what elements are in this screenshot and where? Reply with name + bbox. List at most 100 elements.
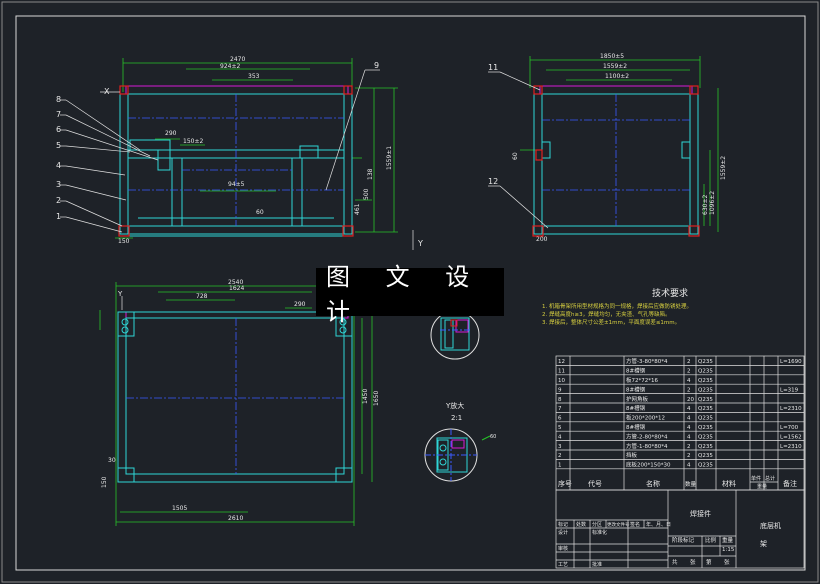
- bom-cell-name: 护网角板: [626, 395, 649, 403]
- sheet-no-unit: 张: [724, 558, 730, 566]
- bom-cell-qty: 4: [687, 434, 691, 440]
- bom-cell-no: 1: [558, 463, 562, 469]
- side-view: 1850±5 1559±2 1100±2 200 1559±2 1096±2 6…: [488, 53, 727, 243]
- balloon-3: 3: [56, 180, 61, 189]
- side-dim-1096: 1096±2: [709, 191, 716, 215]
- bom-cell-mat: Q235: [698, 378, 713, 384]
- tb-count: 处数: [576, 521, 586, 528]
- bom-cell-qty: 4: [687, 378, 691, 384]
- top-dim-290: 290: [294, 301, 306, 308]
- title-block-text: 焊接件 底层机 架 比例 重量 1:15 阶段标记 共 张 第 张 标记 处数 …: [558, 509, 781, 568]
- top-view: 2540 1624 728 290 1505 2610 30 1650 1450…: [99, 279, 380, 526]
- bom-cell-mat: Q235: [698, 406, 713, 412]
- dim-290: 290: [165, 130, 177, 137]
- dim-150: 150±2: [183, 138, 203, 145]
- bom-h-code: 代号: [588, 479, 602, 488]
- detail-y-circle: Y放大 2:1 60: [424, 401, 496, 482]
- tb-design: 设计: [558, 529, 568, 536]
- balloon-12: 12: [488, 177, 498, 186]
- side-dim-1559: 1559±2: [603, 63, 627, 70]
- scale-label: 比例: [705, 536, 717, 544]
- top-dim-1650: 1650: [373, 391, 380, 406]
- dim-2470: 2470: [230, 56, 245, 63]
- bom-cell-name: 方管-2-80*80*4: [626, 432, 668, 440]
- bom-cell-qty: 4: [687, 463, 691, 469]
- side-dim-1559-v: 1559±2: [720, 156, 727, 180]
- bom-cell-name: 方管-3-80*80*4: [626, 357, 668, 365]
- bom-cell-name: 板200*200*12: [626, 414, 665, 422]
- balloon-7: 7: [56, 110, 61, 119]
- bom-cell-name: 8#槽钢: [626, 404, 646, 412]
- top-dim-728: 728: [196, 293, 208, 300]
- side-dim-60: 60: [512, 152, 519, 160]
- bom-cell-mat: Q235: [698, 397, 713, 403]
- top-dim-1450: 1450: [362, 389, 369, 404]
- bom-cell-name: 底板200*150*30: [626, 461, 671, 469]
- bom-cell-qty: 4: [687, 425, 691, 431]
- bom-cell-name: 挡板: [626, 451, 638, 459]
- bom-cell-no: 10: [558, 378, 565, 384]
- dim-500: 500: [363, 188, 370, 200]
- tb-sign: 签名: [630, 521, 640, 528]
- view-mark-x: X: [104, 87, 110, 96]
- top-dim-1505: 1505: [172, 505, 187, 512]
- balloon-4: 4: [56, 161, 61, 170]
- bom-cell-no: 7: [558, 406, 562, 412]
- dim-138: 138: [367, 168, 374, 180]
- balloon-8: 8: [56, 95, 61, 104]
- dim-353: 353: [248, 73, 260, 80]
- tb-approve: 批准: [592, 561, 602, 568]
- sheet-total-label: 共: [672, 558, 678, 566]
- bom-cell-name: 板72*72*16: [626, 376, 658, 384]
- bom-cell-mat: Q235: [698, 369, 713, 375]
- bom-h-weight: 重量: [757, 483, 767, 490]
- bom-cell-mat: Q235: [698, 416, 713, 422]
- bom-cell-note: L=1690: [780, 359, 802, 365]
- bom-cell-note: L=319: [780, 387, 799, 393]
- bom-h-mat: 材料: [722, 479, 736, 488]
- bom-cell-no: 6: [558, 416, 562, 422]
- bom-cell-qty: 2: [687, 359, 691, 365]
- bom-table: [555, 355, 805, 491]
- bom-h-note: 备注: [783, 479, 797, 488]
- bom-h-name: 名称: [646, 479, 660, 488]
- detail-x-circle: [430, 310, 480, 360]
- watermark-banner: 图 文 设 计: [316, 263, 504, 326]
- top-dim-2610: 2610: [228, 515, 243, 522]
- weight-label: 重量: [722, 536, 734, 544]
- dim-461: 461: [354, 203, 361, 215]
- bom-cell-name: 8#槽钢: [626, 385, 646, 393]
- scale-value: 1:15: [722, 547, 735, 553]
- balloon-2: 2: [56, 196, 61, 205]
- tech-req-item-1: 1. 机箱骨架所用型材规格为同一规格，焊接后应做防锈处理。: [542, 302, 692, 310]
- top-dim-30: 30: [108, 457, 116, 464]
- bom-cell-qty: 2: [687, 444, 691, 450]
- bom-cell-no: 5: [558, 425, 562, 431]
- detail-label: Y放大: [445, 401, 464, 410]
- tb-zone: 分区: [592, 521, 602, 528]
- bom-cell-mat: Q235: [698, 444, 713, 450]
- tech-req-item-2: 2. 焊缝高度h≥3，焊缝均匀，无夹渣、气孔等缺陷。: [542, 310, 671, 318]
- tb-standard: 标准化: [592, 529, 607, 536]
- bom-cell-no: 3: [558, 444, 562, 450]
- tb-review: 审核: [558, 545, 568, 552]
- title-block: [555, 489, 805, 569]
- dim-1559: 1559±1: [386, 146, 393, 170]
- sheet-total-unit: 张: [690, 558, 696, 566]
- bom-cell-note: L=1562: [780, 434, 802, 440]
- detail-dim: 60: [490, 434, 496, 440]
- view-mark-y-arrow: Y: [417, 239, 423, 248]
- frame-name: 架: [760, 540, 767, 548]
- bom-cell-note: L=2310: [780, 406, 802, 412]
- tb-mark: 标记: [558, 521, 568, 528]
- bom-cell-qty: 20: [687, 397, 694, 403]
- machine-name: 底层机: [760, 521, 781, 530]
- bom-h-qty: 数量: [685, 480, 697, 488]
- side-dim-200: 200: [536, 236, 548, 243]
- bom-cell-name: 8#槽钢: [626, 367, 646, 375]
